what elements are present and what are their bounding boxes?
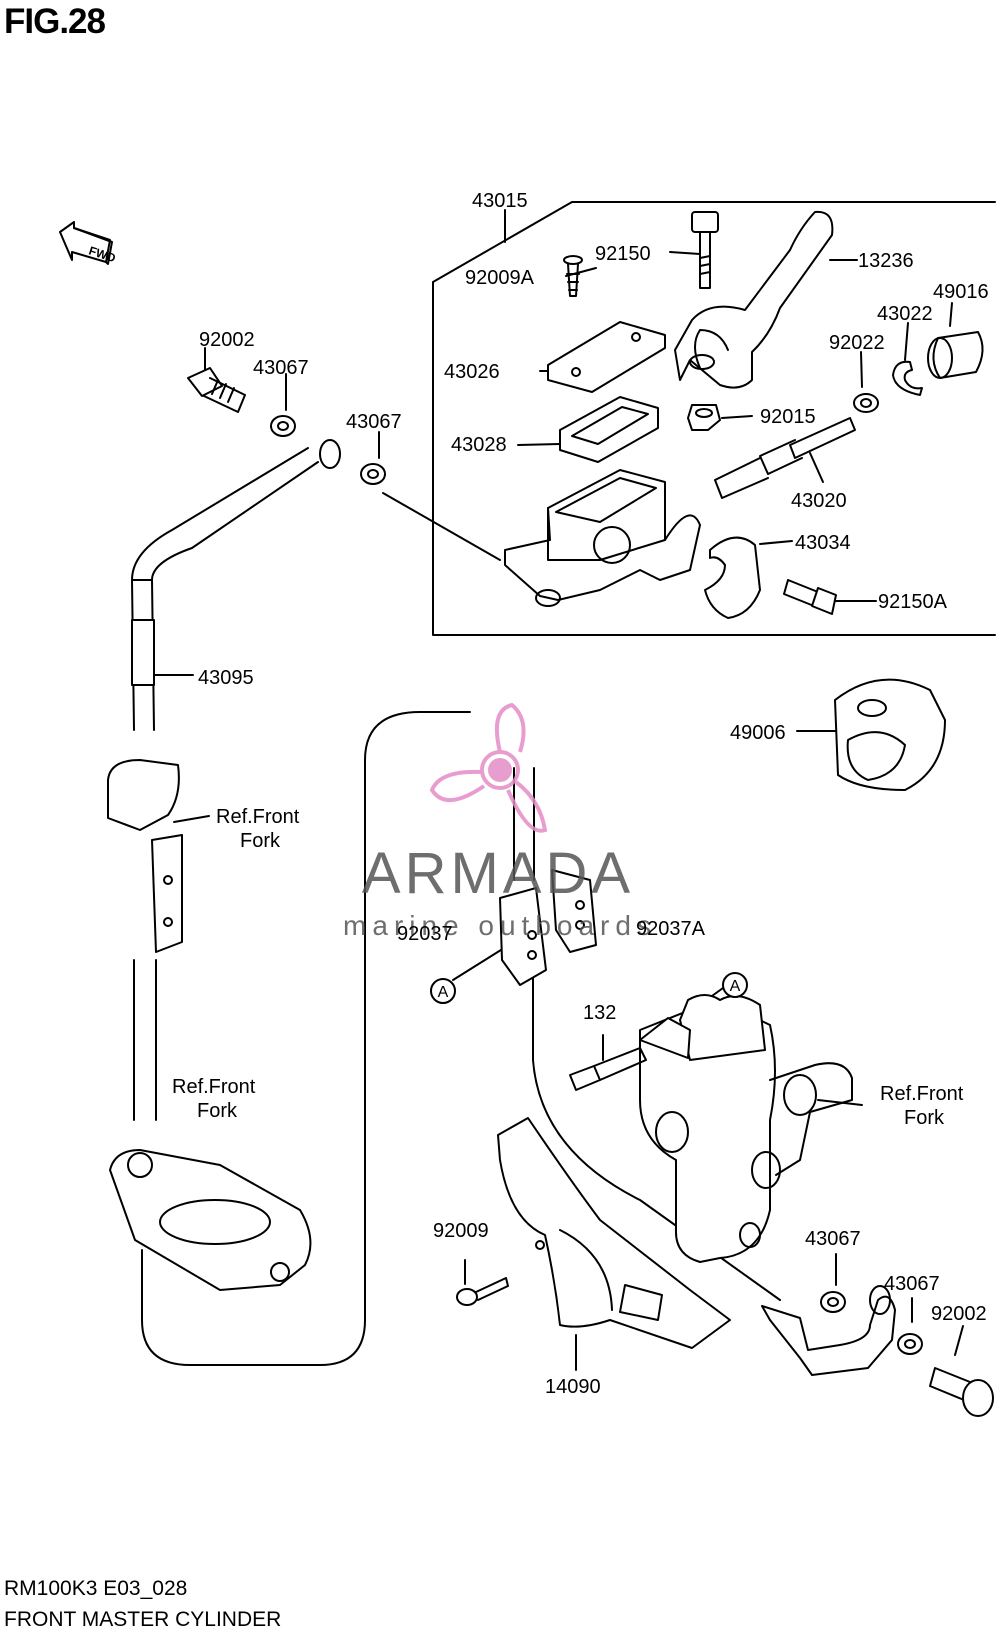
piston-43020 (714, 417, 856, 499)
fork-guide-lower (109, 1149, 312, 1291)
part-label-92150a: 92150A (878, 591, 948, 613)
callout-a-left-letter: A (438, 984, 449, 1001)
bolt-132 (569, 1047, 647, 1091)
diagram-code: RM100K3 E03_028 (4, 1577, 188, 1600)
part-label-92002-top: 92002 (199, 329, 255, 351)
bolt-92150a (783, 579, 837, 615)
part-label-132: 132 (583, 1002, 616, 1024)
part-label-43067-b: 43067 (346, 411, 402, 433)
diaphragm-43028 (559, 396, 659, 463)
part-label-43067-d: 43067 (884, 1273, 940, 1295)
armada-watermark: ARMADA marine outboards (343, 702, 657, 941)
washer-92022 (853, 393, 879, 413)
part-label-43020: 43020 (791, 490, 847, 512)
part-label-43067-c: 43067 (805, 1228, 861, 1250)
fwd-arrow-icon (59, 221, 113, 265)
figure-title: FIG.28 (4, 2, 106, 41)
part-label-92002-bottom: 92002 (931, 1303, 987, 1325)
washer-43067-c (820, 1291, 846, 1313)
clip-92037a (551, 869, 597, 953)
ref-label-1-line1: Ref.Front (216, 806, 300, 828)
ref-label-1-line2: Fork (240, 830, 281, 852)
part-label-92009: 92009 (433, 1220, 489, 1242)
brake-hose-43095 (131, 439, 341, 1121)
part-label-43067-a: 43067 (253, 357, 309, 379)
ref-label-3-line1: Ref.Front (880, 1083, 964, 1105)
part-label-92022: 92022 (829, 332, 885, 354)
assembly-box-43015 (432, 201, 996, 636)
diagram-name: FRONT MASTER CYLINDER (4, 1608, 282, 1631)
part-label-92009a: 92009A (465, 267, 535, 289)
callout-a-right (722, 972, 748, 998)
part-label-43028: 43028 (451, 434, 507, 456)
master-cylinder-body (504, 469, 701, 607)
clip-92037 (499, 887, 547, 986)
hose-routing-outline (141, 711, 471, 1366)
bolt-92150 (691, 211, 719, 289)
brake-caliper (639, 994, 853, 1263)
snap-ring-43022 (892, 360, 923, 396)
part-label-92015: 92015 (760, 406, 816, 428)
part-label-92037: 92037 (397, 923, 453, 945)
screw-92009 (456, 1277, 509, 1306)
reservoir-cap-43026 (547, 321, 666, 393)
part-label-43026: 43026 (444, 361, 500, 383)
part-label-13236: 13236 (858, 250, 914, 272)
fork-guide-left (107, 759, 180, 831)
washer-43067-a (270, 415, 296, 437)
part-label-43022: 43022 (877, 303, 933, 325)
part-label-92037a: 92037A (636, 918, 706, 940)
washer-43067-b (360, 463, 386, 485)
lower-banjo-assembly (761, 1285, 896, 1376)
screw-92009a (563, 255, 583, 297)
watermark-sub: marine outboards (343, 910, 657, 941)
boot-49016 (932, 331, 984, 379)
part-label-43034: 43034 (795, 532, 851, 554)
part-label-14090: 14090 (545, 1376, 601, 1398)
part-label-43095: 43095 (198, 667, 254, 689)
disc-cover-14090 (497, 1117, 731, 1349)
banjo-bolt-92002-top (187, 367, 246, 413)
ref-label-3-line2: Fork (904, 1107, 945, 1129)
washer-43067-d (897, 1333, 923, 1355)
watermark-brand: ARMADA (362, 841, 634, 906)
part-label-49016: 49016 (933, 281, 989, 303)
callout-a-right-letter: A (730, 978, 741, 995)
banjo-bolt-92002-bottom (929, 1367, 994, 1417)
ref-label-2-line2: Fork (197, 1100, 238, 1122)
ref-label-2-line1: Ref.Front (172, 1076, 256, 1098)
fwd-label: FWD (87, 244, 118, 266)
part-label-92150: 92150 (595, 243, 651, 265)
brake-lever-13236 (674, 210, 834, 389)
part-label-43015: 43015 (472, 190, 528, 212)
part-label-49006: 49006 (730, 722, 786, 744)
callout-a-left (430, 978, 456, 1004)
clamp-43034 (704, 536, 761, 619)
